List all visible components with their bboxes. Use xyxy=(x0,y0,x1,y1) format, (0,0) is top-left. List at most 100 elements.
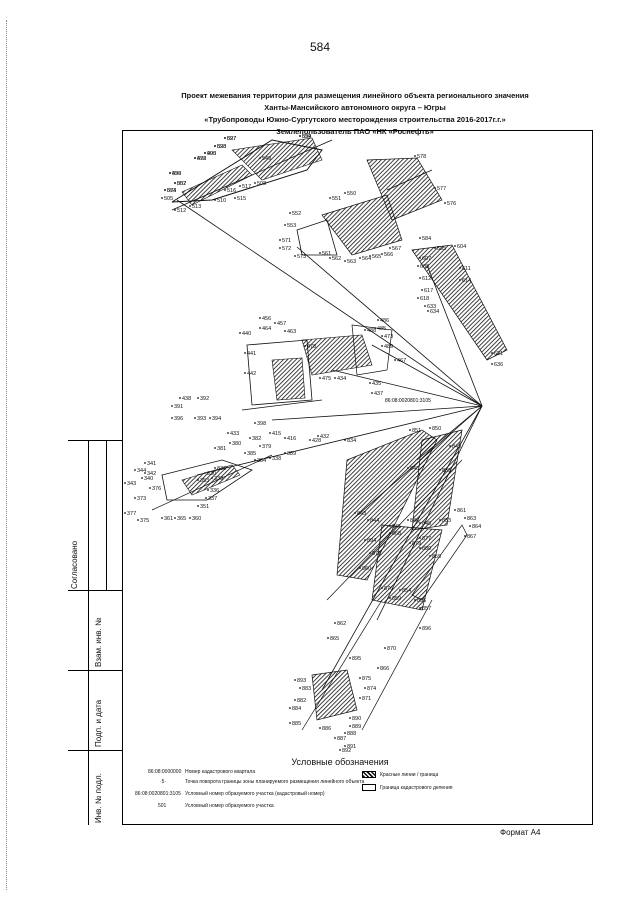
point-label: 614 xyxy=(462,278,471,284)
point-label: 573 xyxy=(297,254,306,260)
parcel-cluster-left xyxy=(151,454,273,511)
point-label: 604 xyxy=(457,244,466,250)
legend-text-6: Граница кадастрового деления xyxy=(380,785,453,791)
turning-point-marker xyxy=(419,277,421,279)
turning-point-marker xyxy=(349,725,351,727)
turning-point-marker xyxy=(349,717,351,719)
point-label: 871 xyxy=(362,696,371,702)
turning-point-marker xyxy=(364,687,366,689)
point-label: 393 xyxy=(197,416,206,422)
turning-point-marker xyxy=(134,469,136,471)
stamp-divider-2 xyxy=(106,440,107,590)
scan-edge xyxy=(6,20,8,890)
turning-point-marker xyxy=(161,197,163,199)
point-label: 859 xyxy=(392,596,401,602)
point-label: 434 xyxy=(337,376,346,382)
turning-point-marker xyxy=(309,439,311,441)
turning-point-marker xyxy=(149,487,151,489)
point-label: 551 xyxy=(332,196,341,202)
point-label: 867 xyxy=(467,534,476,540)
turning-point-marker xyxy=(279,247,281,249)
drawing-frame xyxy=(122,130,593,825)
point-label: 882 xyxy=(297,698,306,704)
point-label: 441 xyxy=(247,351,256,357)
point-label: 840 xyxy=(410,466,419,472)
point-label: 415 xyxy=(272,431,281,437)
turning-point-marker xyxy=(124,482,126,484)
point-label: 553 xyxy=(287,223,296,229)
point-label: 488 xyxy=(367,328,376,334)
turning-point-marker xyxy=(274,322,276,324)
stamp-cell-inv: Инв. № подл. xyxy=(68,750,122,825)
turning-point-marker xyxy=(205,497,207,499)
point-label: 893 xyxy=(297,678,306,684)
turning-point-marker xyxy=(234,197,236,199)
point-label: 872 xyxy=(372,551,381,557)
point-label: 510 xyxy=(217,198,226,204)
point-label: 572 xyxy=(282,246,291,252)
point-label: 433 xyxy=(230,431,239,437)
turning-point-marker xyxy=(394,359,396,361)
point-label: 550 xyxy=(347,191,356,197)
turning-point-marker xyxy=(209,417,211,419)
turning-point-marker xyxy=(359,677,361,679)
turning-point-marker xyxy=(189,205,191,207)
point-label: 892 xyxy=(342,748,351,754)
point-label: 442 xyxy=(247,371,256,377)
turning-point-marker xyxy=(214,467,216,469)
point-label: 563 xyxy=(347,259,356,265)
point-label: 508 xyxy=(257,181,266,187)
point-label: 435 xyxy=(372,381,381,387)
turning-point-marker xyxy=(334,622,336,624)
point-label: 562 xyxy=(332,256,341,262)
point-label: 857 xyxy=(177,181,186,187)
turning-point-marker xyxy=(419,522,421,524)
stamp-signature-label: Подп. и дата xyxy=(94,699,103,747)
point-label: 886 xyxy=(322,726,331,732)
point-label: 861 xyxy=(457,508,466,514)
turning-point-marker xyxy=(414,155,416,157)
legend-symbol-4: 501 xyxy=(158,803,167,809)
turning-point-marker xyxy=(389,525,391,527)
point-label: 489 xyxy=(384,344,393,350)
turning-point-marker xyxy=(174,517,176,519)
turning-point-marker xyxy=(409,542,411,544)
center-label: 86:08:0020801:3105 xyxy=(385,398,431,404)
turning-point-marker xyxy=(389,532,391,534)
side-stamp: Согласовано Взам. инв. № Подп. и дата Ин… xyxy=(68,440,122,825)
point-label: 835 xyxy=(442,468,451,474)
point-label: 385 xyxy=(247,451,256,457)
legend-symbol-2: ·5· xyxy=(160,779,167,785)
title-line-2: Ханты-Мансийского автономного округа – Ю… xyxy=(264,103,446,112)
point-label: 492 xyxy=(197,156,206,162)
turning-point-marker xyxy=(254,459,256,461)
point-label: 517 xyxy=(242,184,251,190)
point-label: 885 xyxy=(292,721,301,727)
point-label: 878 xyxy=(197,156,206,162)
point-label: 389 xyxy=(287,451,296,457)
point-label: 380 xyxy=(232,441,241,447)
turning-point-marker xyxy=(144,472,146,474)
point-label: 478 xyxy=(307,344,316,350)
point-label: 496 xyxy=(172,171,181,177)
point-label: 512 xyxy=(177,208,186,214)
turning-point-marker xyxy=(299,687,301,689)
turning-point-marker xyxy=(327,637,329,639)
point-label: 381 xyxy=(217,446,226,452)
turning-point-marker xyxy=(389,597,391,599)
point-label: 576 xyxy=(447,201,456,207)
point-label: 416 xyxy=(287,436,296,442)
turning-point-marker xyxy=(254,422,256,424)
turning-point-marker xyxy=(197,479,199,481)
turning-point-marker xyxy=(259,157,261,159)
turning-point-marker xyxy=(364,329,366,331)
turning-point-marker xyxy=(399,589,401,591)
point-label: 485 xyxy=(377,326,386,332)
point-label: 333 xyxy=(214,476,223,482)
turning-point-marker xyxy=(381,587,383,589)
turning-point-marker xyxy=(169,172,171,174)
turning-point-marker xyxy=(179,397,181,399)
legend-symbol-1: 86:08:0000000 xyxy=(148,769,182,775)
point-label: 515 xyxy=(237,196,246,202)
stamp-cell-approved: Согласовано xyxy=(68,440,122,590)
